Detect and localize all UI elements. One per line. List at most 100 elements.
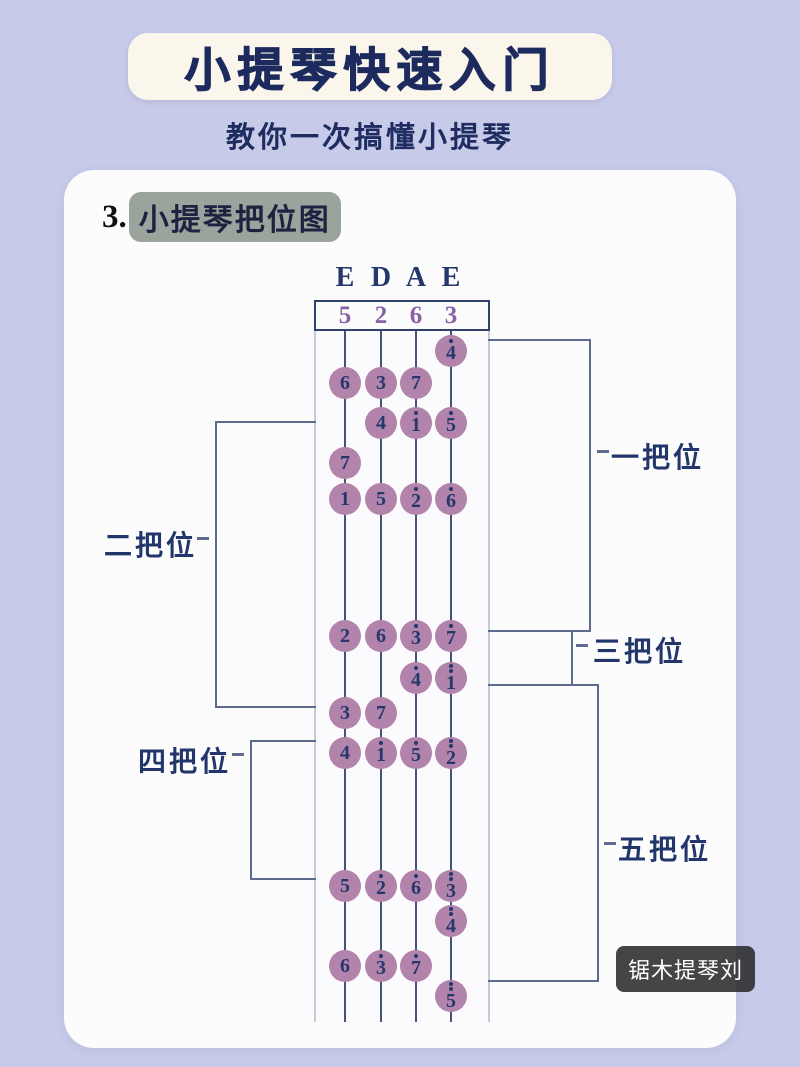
octave-dot bbox=[414, 624, 418, 628]
bracket-line bbox=[488, 980, 599, 982]
octave-dot bbox=[414, 666, 418, 670]
section-title-text: 小提琴把位图 bbox=[128, 192, 341, 242]
finger-note: 5 bbox=[435, 407, 467, 439]
note-number: 4 bbox=[411, 669, 421, 691]
octave-dot bbox=[449, 986, 453, 991]
note-number: 7 bbox=[376, 701, 386, 724]
finger-note: 3 bbox=[400, 620, 432, 652]
string-label: E bbox=[441, 262, 461, 293]
finger-note: 4 bbox=[329, 737, 361, 769]
finger-note: 6 bbox=[365, 620, 397, 652]
note-number: 7 bbox=[411, 957, 421, 979]
main-title: 小提琴快速入门 bbox=[128, 33, 612, 100]
bracket-line bbox=[215, 421, 217, 708]
section-number: 3. bbox=[102, 198, 127, 235]
octave-dot bbox=[379, 874, 383, 878]
position-label-2: 二把位 bbox=[104, 531, 198, 562]
note-number: 7 bbox=[340, 451, 350, 474]
octave-dot bbox=[449, 906, 453, 911]
finger-note: 1 bbox=[435, 662, 467, 694]
note-number: 2 bbox=[411, 490, 421, 512]
finger-note: 5 bbox=[400, 737, 432, 769]
subtitle: 教你一次搞懂小提琴 bbox=[225, 122, 514, 154]
finger-note: 6 bbox=[329, 950, 361, 982]
position-label-4: 四把位 bbox=[138, 747, 232, 778]
finger-note: 3 bbox=[365, 367, 397, 399]
bracket-line bbox=[250, 740, 252, 880]
string-label: E bbox=[335, 262, 355, 293]
finger-note: 5 bbox=[435, 980, 467, 1012]
section-title: 3. 小提琴把位图 bbox=[102, 192, 341, 242]
finger-note: 3 bbox=[329, 697, 361, 729]
open-string-number: 5 bbox=[338, 302, 352, 329]
octave-dot bbox=[449, 743, 453, 748]
note-number: 4 bbox=[446, 342, 456, 364]
octave-dot bbox=[379, 954, 383, 958]
finger-note: 7 bbox=[400, 950, 432, 982]
watermark-badge: 锯木提琴刘 bbox=[616, 946, 756, 992]
finger-note: 2 bbox=[329, 620, 361, 652]
string-label: A bbox=[405, 262, 427, 293]
finger-note: 5 bbox=[365, 483, 397, 515]
note-number: 5 bbox=[376, 487, 386, 510]
bracket-line bbox=[215, 421, 316, 423]
finger-note: 1 bbox=[400, 407, 432, 439]
note-number: 3 bbox=[411, 627, 421, 649]
finger-note: 7 bbox=[365, 697, 397, 729]
octave-dot bbox=[414, 874, 418, 878]
octave-dot bbox=[449, 871, 453, 876]
octave-dot bbox=[449, 624, 453, 628]
note-number: 1 bbox=[411, 414, 421, 436]
note-number: 6 bbox=[411, 877, 421, 899]
note-number: 6 bbox=[446, 490, 456, 512]
note-number: 6 bbox=[340, 954, 350, 977]
finger-note: 6 bbox=[329, 367, 361, 399]
nut-box bbox=[314, 300, 490, 331]
octave-dot bbox=[449, 981, 453, 986]
bracket-line bbox=[250, 878, 316, 880]
octave-dot bbox=[414, 487, 418, 491]
octave-dot bbox=[414, 411, 418, 415]
finger-note: 7 bbox=[329, 447, 361, 479]
octave-dot bbox=[449, 411, 453, 415]
note-number: 3 bbox=[376, 371, 386, 394]
position-label-1: 一把位 bbox=[611, 443, 705, 474]
open-string-number: 6 bbox=[409, 302, 423, 329]
string-label: D bbox=[370, 262, 392, 293]
finger-note: 4 bbox=[435, 335, 467, 367]
finger-note: 6 bbox=[400, 870, 432, 902]
finger-note: 1 bbox=[329, 483, 361, 515]
finger-note: 7 bbox=[435, 620, 467, 652]
octave-dot bbox=[449, 876, 453, 881]
octave-dot bbox=[414, 741, 418, 745]
note-number: 5 bbox=[446, 989, 456, 1012]
bracket-tick bbox=[597, 450, 609, 453]
position-label-5: 五把位 bbox=[618, 835, 712, 866]
bracket-line bbox=[597, 684, 599, 982]
bracket-line bbox=[589, 339, 591, 632]
finger-note: 7 bbox=[400, 367, 432, 399]
bracket-tick bbox=[604, 842, 616, 845]
note-number: 3 bbox=[376, 957, 386, 979]
finger-note: 6 bbox=[435, 483, 467, 515]
note-number: 7 bbox=[446, 627, 456, 649]
octave-dot bbox=[449, 668, 453, 673]
note-number: 2 bbox=[376, 877, 386, 899]
note-number: 7 bbox=[411, 371, 421, 394]
finger-note: 4 bbox=[435, 905, 467, 937]
finger-note: 4 bbox=[365, 407, 397, 439]
bracket-tick bbox=[576, 644, 588, 647]
finger-note: 2 bbox=[365, 870, 397, 902]
octave-dot bbox=[414, 954, 418, 958]
finger-note: 4 bbox=[400, 662, 432, 694]
open-string-number: 2 bbox=[374, 302, 388, 329]
note-number: 1 bbox=[446, 671, 456, 694]
octave-dot bbox=[449, 663, 453, 668]
octave-dot bbox=[449, 487, 453, 491]
position-label-3: 三把位 bbox=[593, 637, 687, 668]
note-number: 2 bbox=[446, 746, 456, 769]
finger-note: 3 bbox=[365, 950, 397, 982]
bracket-line bbox=[488, 630, 591, 632]
note-number: 4 bbox=[446, 914, 456, 937]
string-line bbox=[380, 331, 382, 1022]
